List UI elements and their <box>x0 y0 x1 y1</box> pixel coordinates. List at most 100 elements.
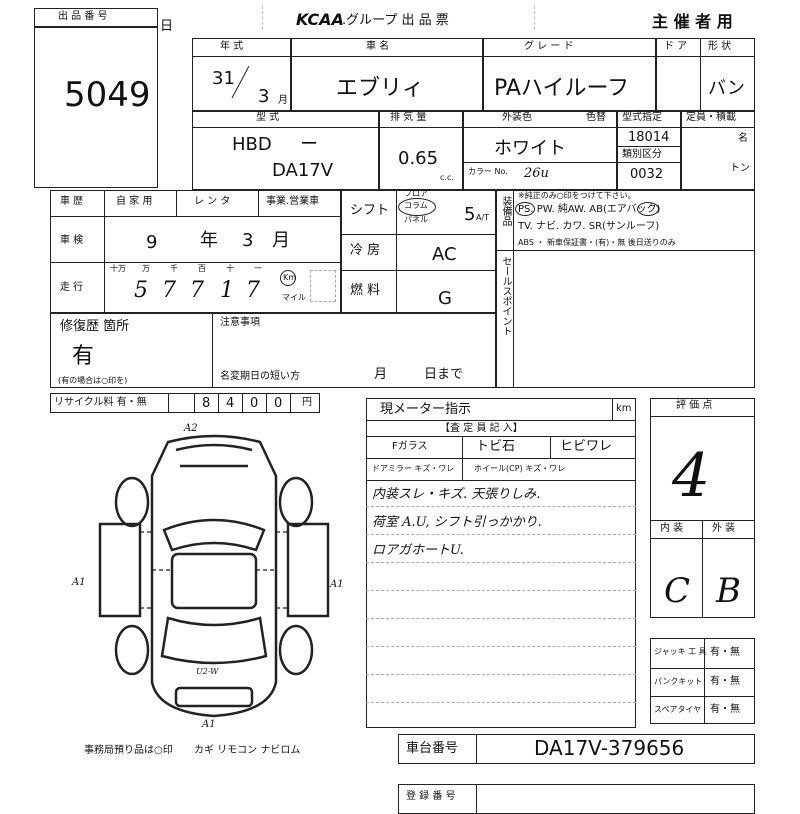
equipment-vertical-label: 装備品 <box>500 196 511 226</box>
meter-label: 現メーター指示 <box>380 402 472 417</box>
shift-value: 5 <box>464 204 476 225</box>
model-label: 型 式 <box>256 112 280 123</box>
mileage-label: 走 行 <box>60 282 84 293</box>
shift-panel: パネル <box>404 215 428 224</box>
km-label: Km <box>283 273 297 282</box>
tobi-label: トビ石 <box>476 439 516 454</box>
displacement-value: 0.65 <box>398 148 439 169</box>
registration-label: 登 録 番 号 <box>406 791 456 802</box>
class-value: 0032 <box>630 167 664 182</box>
color-no-value: 26u <box>524 166 549 181</box>
equipment-note: ※純正のみ○印をつけて下さい。 <box>518 191 636 200</box>
grade-value: PAハイルーフ <box>494 76 630 101</box>
car-name-value: エブリィ <box>336 76 425 101</box>
name-change-label: 名変期日の短い方 <box>220 371 300 382</box>
recycle-box <box>50 393 320 413</box>
lot-number-label: 出 品 番 号 <box>58 11 108 22</box>
year-label: 年 式 <box>220 41 244 52</box>
grade-label: グ レ ー ド <box>524 41 574 52</box>
damage-u2w: U2-W <box>196 667 219 676</box>
organizer-label: 主 催 者 用 <box>652 12 733 31</box>
exterior-grade: B <box>716 571 741 611</box>
capacity-label: 定員・積載 <box>686 112 736 123</box>
inspector-note: 荷室 A.U, シフト引っかかり. <box>372 515 542 530</box>
door-label: ド ア <box>664 41 688 52</box>
damage-a2: A2 <box>184 423 198 434</box>
history-business: 事業.営業車 <box>266 196 320 207</box>
recycle-label: リサイクル料 有・無 <box>54 397 147 408</box>
inspector-label: 【査 定 員 記 入】 <box>440 423 523 434</box>
cooling-label: 冷 房 <box>350 243 381 258</box>
mile-label: マイル <box>282 293 306 302</box>
lot-number: 5049 <box>64 75 151 115</box>
puncture-kit-label: パンクキット <box>654 677 703 686</box>
body-type-value: バン <box>708 78 745 99</box>
color-change-label: 色替 <box>586 112 606 123</box>
chassis-label: 車台番号 <box>406 741 459 756</box>
chassis-number: DA17V-379656 <box>534 736 685 760</box>
color-no-label: カラー No. <box>468 167 508 176</box>
office-items: カギ リモコン ナビロム <box>194 745 301 756</box>
month-value: 3 <box>258 86 270 107</box>
inspection-year-unit: 年 <box>200 230 218 251</box>
car-name-label: 車 名 <box>366 41 390 52</box>
history-rental: レ ン タ <box>194 196 231 207</box>
mileage-digits: 十万 万 千 百 十 一 5 7 7 1 7 <box>110 264 262 303</box>
fuel-label: 燃 料 <box>350 283 381 298</box>
equipment-line3: ABS ・ 新車保証書・(有)・無 後日送りのみ <box>518 238 676 247</box>
hibi-label: ヒビワレ <box>560 439 613 454</box>
model-dash: ー <box>300 134 318 155</box>
car-diagram <box>98 434 330 718</box>
model-spec-label: 型式指定 <box>622 112 662 123</box>
inspection-month: 3 <box>242 230 254 251</box>
year-value: 31 <box>212 68 235 89</box>
repair-note: (有の場合は○印を) <box>58 376 128 385</box>
shift-value-sub: A/T <box>476 213 490 222</box>
sales-point-label: セールスポイント <box>500 256 511 336</box>
spare-tire-label: スペアタイヤ <box>654 705 702 714</box>
model-spec-value: 18014 <box>628 130 670 145</box>
meter-unit: km <box>616 403 632 414</box>
f-glass-label: Fガラス <box>392 441 428 452</box>
jack-value: 有・無 <box>710 647 740 658</box>
recycle-digit: 0 <box>250 396 259 411</box>
damage-a1-bottom: A1 <box>202 719 216 730</box>
puncture-kit-value: 有・無 <box>710 676 740 687</box>
name-change-day: 日まで <box>424 367 464 382</box>
chassis-box <box>398 734 755 764</box>
grade-value: 4 <box>672 441 711 511</box>
capacity-unit-persons: 名 <box>738 133 748 144</box>
inspection-month-unit: 月 <box>272 230 290 251</box>
lot-number-box <box>34 8 158 188</box>
history-private: 自 家 用 <box>116 196 153 207</box>
jack-label: ジャッキ 工 具 <box>654 647 707 656</box>
caution-label: 注意事項 <box>220 317 260 328</box>
form-title: .グループ 出 品 票 <box>342 13 449 28</box>
condition-table <box>50 190 755 388</box>
door-mirror-label: ドアミラー キズ・ワレ <box>372 464 455 473</box>
model-value: DA17V <box>272 160 334 181</box>
grade-label-header: 評 価 点 <box>676 400 713 411</box>
exterior-color-label: 外装色 <box>502 112 532 123</box>
inspector-box <box>366 398 636 728</box>
month-unit: 月 <box>278 95 288 106</box>
inspection-label: 車 検 <box>60 235 84 246</box>
displacement-label: 排 気 量 <box>390 112 427 123</box>
extras-box <box>650 638 755 724</box>
fuel-value: G <box>438 288 452 309</box>
repair-value: 有 <box>72 344 95 369</box>
spare-tire-value: 有・無 <box>710 704 740 715</box>
wheel-label: ホイール(CP) キズ・ワレ <box>474 464 566 473</box>
body-type-label: 形 状 <box>708 41 732 52</box>
vehicle-info-table <box>192 38 755 190</box>
interior-label: 内 装 <box>660 523 684 534</box>
cooling-value: AC <box>432 244 457 265</box>
interior-grade: C <box>664 571 691 611</box>
recycle-digit: 4 <box>226 396 235 411</box>
exterior-label: 外 装 <box>712 523 736 534</box>
office-note: 事務局預り品は○印 <box>84 745 173 756</box>
shift-floor: フロア <box>404 189 428 198</box>
equipment-line1: PS. PW. 純AW. AB(エアバック) <box>518 204 661 215</box>
recycle-digit: 8 <box>202 396 211 411</box>
shift-label: シフト <box>350 203 390 218</box>
